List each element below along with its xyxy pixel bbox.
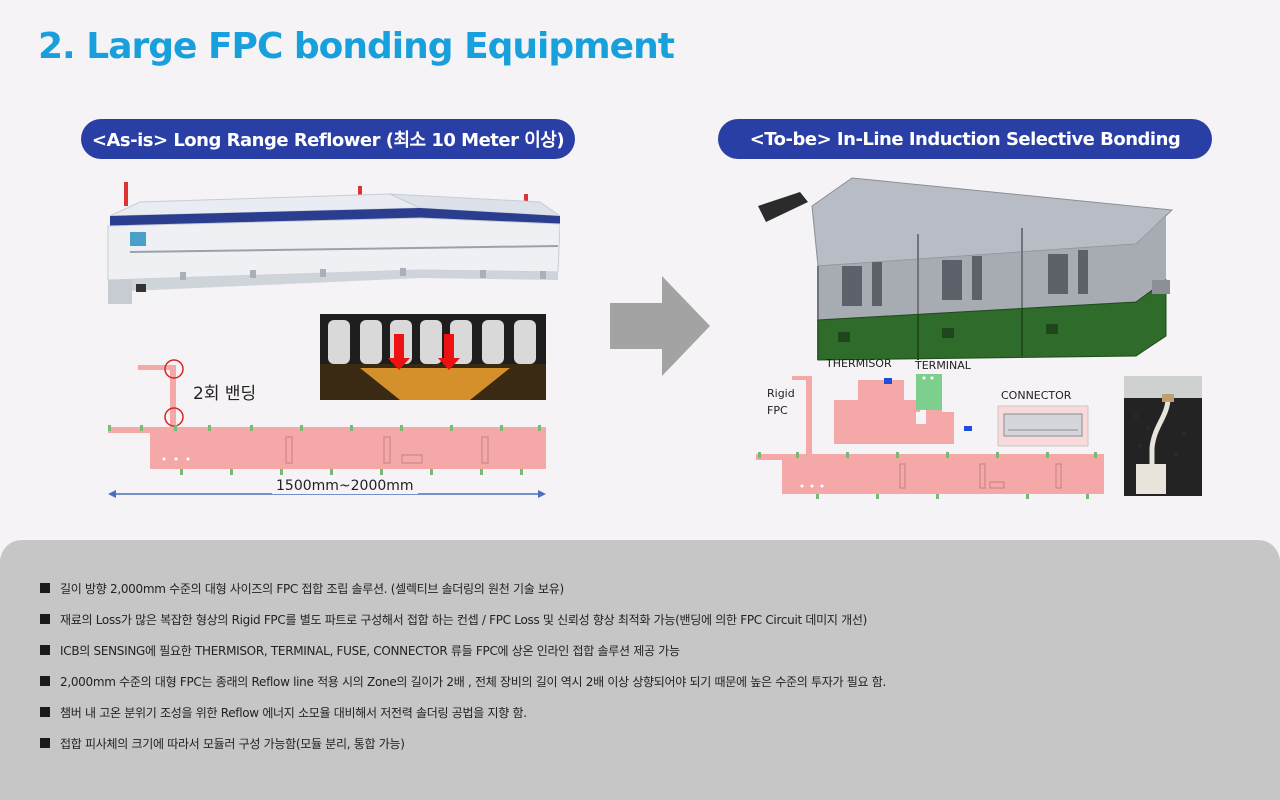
- bonding-closeup-photo: [320, 314, 546, 400]
- terminal-label: TERMINAL: [915, 359, 971, 372]
- list-item: 2,000mm 수준의 대형 FPC는 종래의 Reflow line 적용 시…: [40, 671, 886, 691]
- note-text: 접합 피사체의 크기에 따라서 모듈러 구성 가능함(모듈 분리, 통합 가능): [60, 736, 405, 751]
- list-item: 챔버 내 고온 분위기 조성을 위한 Reflow 에너지 소모율 대비해서 저…: [40, 702, 886, 722]
- bullet-square-icon: [40, 707, 50, 717]
- list-item: 접합 피사체의 크기에 따라서 모듈러 구성 가능함(모듈 분리, 통합 가능): [40, 733, 886, 753]
- note-text: 챔버 내 고온 분위기 조성을 위한 Reflow 에너지 소모율 대비해서 저…: [60, 705, 527, 720]
- list-item: 재료의 Loss가 많은 복잡한 형상의 Rigid FPC를 별도 파트로 구…: [40, 609, 886, 629]
- bullet-square-icon: [40, 676, 50, 686]
- bullet-square-icon: [40, 614, 50, 624]
- to-be-fpc-diagram: [756, 374, 1104, 499]
- rigid-fpc-label-line2: FPC: [767, 404, 788, 417]
- as-is-fpc-diagram: [108, 359, 546, 498]
- list-item: ICB의 SENSING에 필요한 THERMISOR, TERMINAL, F…: [40, 640, 886, 660]
- bending-count-label: 2회 밴딩: [193, 384, 257, 404]
- bullet-square-icon: [40, 738, 50, 748]
- bullet-square-icon: [40, 583, 50, 593]
- to-be-label: <To-be> In-Line Induction Selective Bond…: [718, 119, 1212, 159]
- transition-arrow-icon: [610, 276, 710, 376]
- note-text: ICB의 SENSING에 필요한 THERMISOR, TERMINAL, F…: [60, 643, 680, 658]
- thermisor-label: THERMISOR: [826, 357, 892, 370]
- notes-panel: [0, 540, 1280, 800]
- rigid-fpc-label-line1: Rigid: [767, 387, 795, 400]
- note-text: 재료의 Loss가 많은 복잡한 형상의 Rigid FPC를 별도 파트로 구…: [60, 612, 867, 627]
- notes-list: 길이 방향 2,000mm 수준의 대형 사이즈의 FPC 접합 조립 솔루션.…: [40, 578, 886, 764]
- note-text: 길이 방향 2,000mm 수준의 대형 사이즈의 FPC 접합 조립 솔루션.…: [60, 581, 564, 596]
- reflow-oven-image: [107, 182, 560, 304]
- inline-bonding-machine-image: [758, 177, 1174, 361]
- length-dimension-label: 1500mm~2000mm: [272, 478, 418, 494]
- as-is-label: <As-is> Long Range Reflower (최소 10 Meter…: [81, 119, 575, 159]
- bullet-square-icon: [40, 645, 50, 655]
- connector-label: CONNECTOR: [1001, 389, 1072, 402]
- rigid-fpc-photo: [1124, 376, 1202, 496]
- note-text: 2,000mm 수준의 대형 FPC는 종래의 Reflow line 적용 시…: [60, 674, 886, 689]
- page-title: 2. Large FPC bonding Equipment: [38, 26, 675, 67]
- list-item: 길이 방향 2,000mm 수준의 대형 사이즈의 FPC 접합 조립 솔루션.…: [40, 578, 886, 598]
